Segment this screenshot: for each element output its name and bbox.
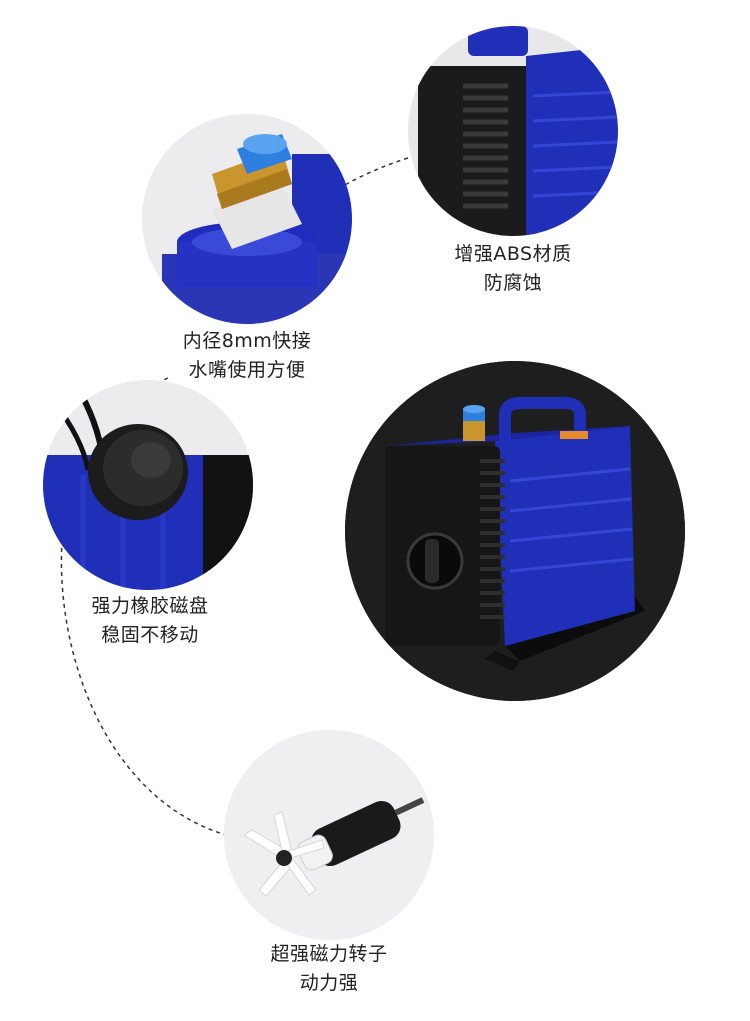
caption-rotor-line1: 超强磁力转子 bbox=[270, 943, 388, 965]
product-image bbox=[345, 361, 685, 701]
rotor-image bbox=[224, 730, 434, 940]
caption-abs: 增强ABS材质 防腐蚀 bbox=[438, 240, 588, 298]
caption-rotor-line2: 动力强 bbox=[299, 972, 359, 994]
brass-connector-icon bbox=[142, 114, 352, 324]
submersible-pump-icon bbox=[345, 361, 685, 701]
caption-abs-line2: 防腐蚀 bbox=[483, 272, 543, 294]
caption-abs-line1: 增强ABS材质 bbox=[454, 243, 572, 265]
abs-housing-image bbox=[408, 26, 618, 236]
suction-cup-image bbox=[43, 380, 253, 590]
rubber-suction-cup-icon bbox=[43, 380, 253, 590]
caption-suction: 强力橡胶磁盘 稳固不移动 bbox=[60, 592, 240, 650]
caption-rotor: 超强磁力转子 动力强 bbox=[239, 940, 419, 998]
line-abs-to-connector bbox=[344, 157, 409, 186]
caption-connector: 内径8mm快接 水嘴使用方便 bbox=[152, 327, 342, 385]
caption-connector-line2: 水嘴使用方便 bbox=[188, 359, 306, 381]
caption-suction-line2: 稳固不移动 bbox=[101, 624, 199, 646]
magnetic-rotor-icon bbox=[224, 730, 434, 940]
caption-suction-line1: 强力橡胶磁盘 bbox=[91, 595, 209, 617]
caption-connector-line1: 内径8mm快接 bbox=[182, 330, 312, 352]
quick-connector-image bbox=[142, 114, 352, 324]
pump-housing-closeup-icon bbox=[408, 26, 618, 236]
line-suction-to-rotor bbox=[60, 539, 227, 836]
